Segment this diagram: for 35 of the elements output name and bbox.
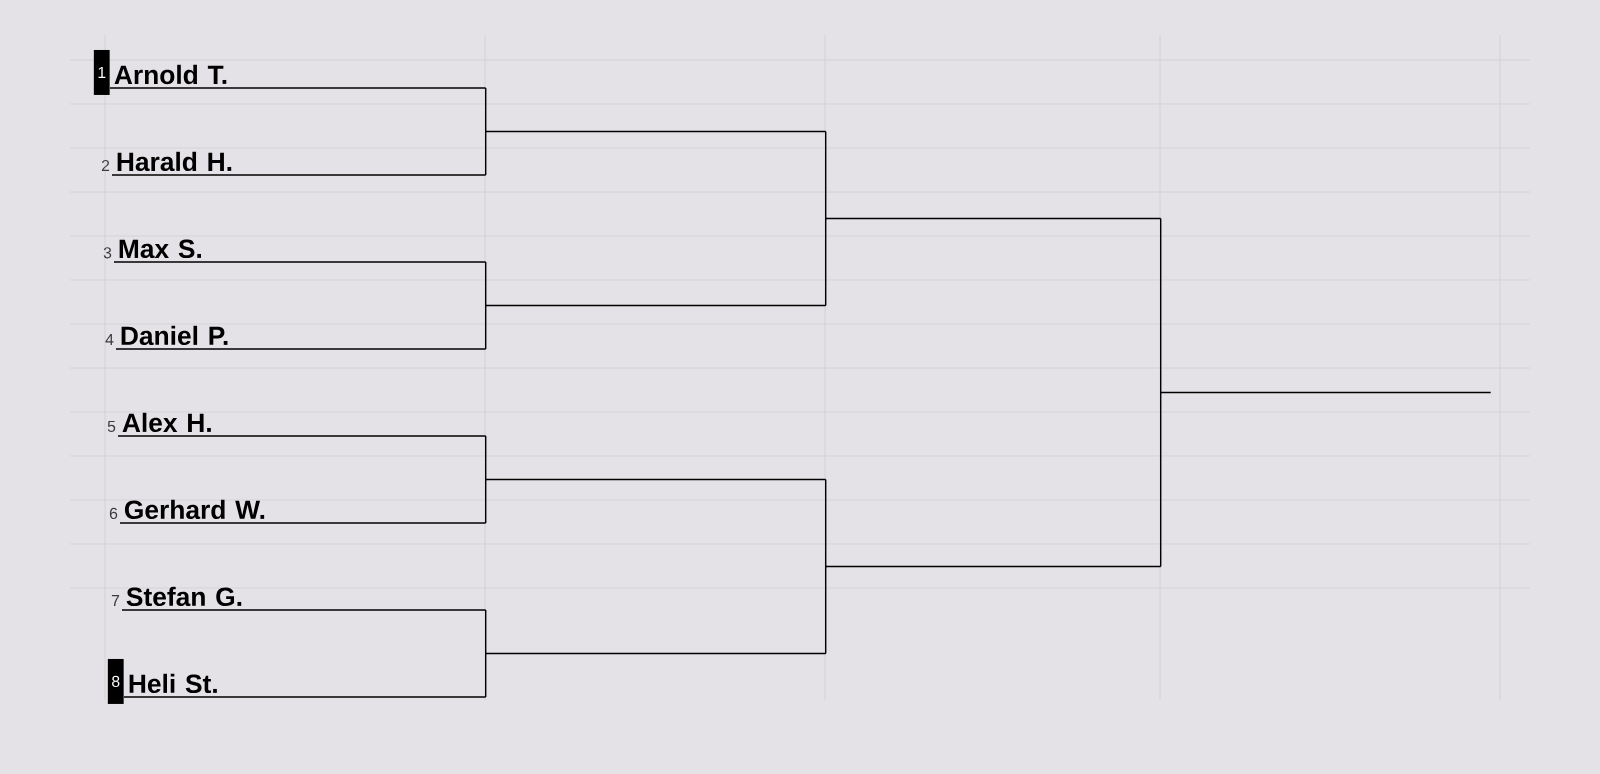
bracket-line	[484, 304, 827, 307]
player-name: Gerhard W.	[119, 499, 487, 524]
bracket-connector	[824, 478, 827, 568]
bracket-connector	[824, 130, 827, 220]
seed-number: 3	[103, 247, 112, 259]
seed-number: 7	[111, 595, 120, 606]
bracket-connector	[484, 130, 487, 176]
bracket-connector	[484, 261, 487, 307]
bracket-connector	[484, 304, 487, 350]
bracket-connector	[484, 478, 487, 524]
bracket-connector	[484, 652, 487, 698]
player-name: Heli St.	[123, 673, 487, 698]
bracket-line	[824, 565, 1162, 568]
bracket-line	[484, 478, 827, 481]
player-name: Arnold T.	[109, 64, 487, 89]
seed-number: 2	[101, 159, 110, 171]
seed-number: 4	[105, 334, 114, 345]
seed-number: 6	[109, 507, 118, 520]
bracket-connector	[1159, 217, 1162, 394]
bracket-line	[484, 130, 827, 133]
bracket-connector	[484, 435, 487, 481]
bracket-connector	[484, 609, 487, 655]
bracket-connector	[484, 87, 487, 133]
player-name: Stefan G.	[121, 586, 487, 611]
bracket-connector	[824, 217, 827, 307]
bracket-connector	[1159, 391, 1162, 568]
bracket-line	[824, 217, 1162, 220]
bracket-line	[1159, 391, 1492, 394]
player-name: Max S.	[113, 239, 487, 263]
player-name: Harald H.	[111, 151, 487, 176]
player-name: Daniel P.	[115, 325, 487, 350]
player-name: Alex H.	[117, 412, 487, 437]
bracket-connector	[824, 565, 827, 655]
seed-number: 5	[107, 420, 116, 432]
bracket-line	[484, 652, 827, 655]
